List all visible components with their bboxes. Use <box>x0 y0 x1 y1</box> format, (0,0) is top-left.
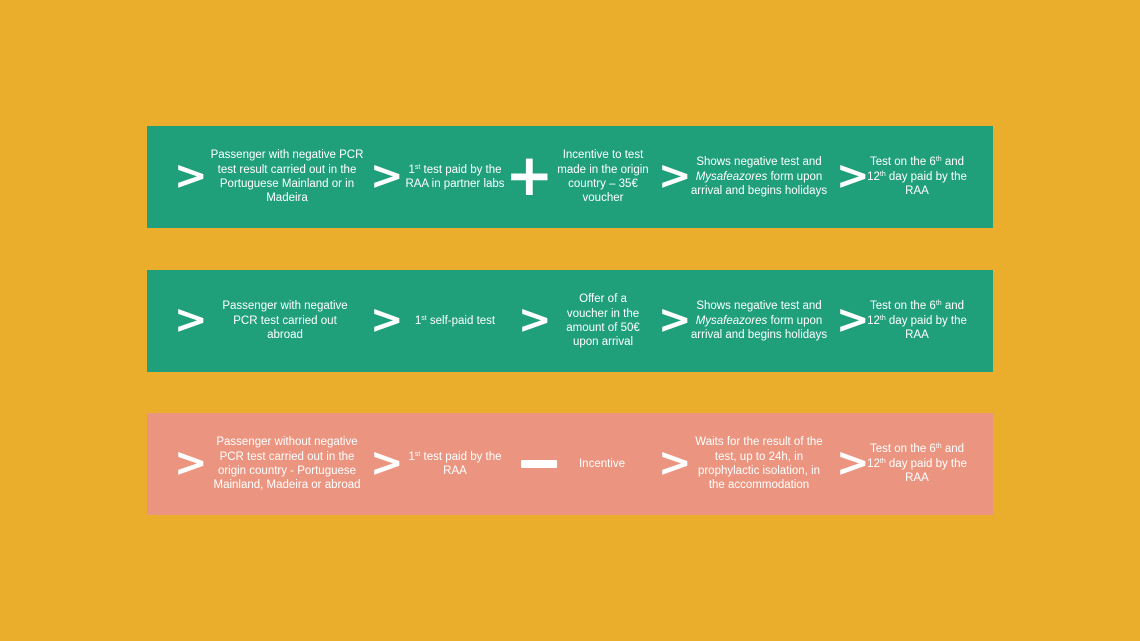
row2-step5-text: Test on the 6th and 12th day paid by the… <box>867 300 967 342</box>
flow-row-3: > Passenger without negative PCR test ca… <box>147 413 993 515</box>
arrow-right-icon: > <box>518 297 552 343</box>
arrow-right-icon: > <box>370 440 404 486</box>
arrow-right-icon: > <box>174 440 208 486</box>
row3-step3-text: Incentive <box>578 457 626 470</box>
flow-row-2: > Passenger with negative PCR test carri… <box>147 270 993 372</box>
arrow-right-icon: > <box>658 440 692 486</box>
row3-step2-text: 1st test paid by the RAA <box>408 450 502 477</box>
arrow-right-icon: > <box>836 440 870 486</box>
arrow-right-icon: > <box>836 297 870 343</box>
minus-icon <box>521 460 557 468</box>
plus-icon: + <box>505 141 554 209</box>
arrow-right-icon: > <box>836 153 870 199</box>
arrow-right-icon: > <box>658 153 692 199</box>
flow-row-1: > Passenger with negative PCR test resul… <box>147 126 993 228</box>
arrow-right-icon: > <box>174 297 208 343</box>
arrow-right-icon: > <box>658 297 692 343</box>
row1-step2-text: 1st test paid by the RAA in partner labs <box>405 163 505 190</box>
row3-step4-text: Waits for the result of the test, up to … <box>695 436 823 492</box>
row3-step1-text: Passenger without negative PCR test carr… <box>213 436 361 492</box>
arrow-right-icon: > <box>174 153 208 199</box>
arrow-right-icon: > <box>370 153 404 199</box>
row2-step4-text: Shows negative test and Mysafeazores for… <box>690 300 828 342</box>
row1-step5-text: Test on the 6th and 12th day paid by the… <box>867 156 967 198</box>
row1-step1-text: Passenger with negative PCR test result … <box>210 149 364 205</box>
row2-step1-text: Passenger with negative PCR test carried… <box>222 300 348 342</box>
row2-step2-text: 1st self-paid test <box>414 314 496 327</box>
row3-step5-text: Test on the 6th and 12th day paid by the… <box>867 443 967 485</box>
row1-step3-text: Incentive to test made in the origin cou… <box>557 149 649 205</box>
row1-step4-text: Shows negative test and Mysafeazores for… <box>690 156 828 198</box>
arrow-right-icon: > <box>370 297 404 343</box>
row2-step3-text: Offer of a voucher in the amount of 50€ … <box>566 293 640 349</box>
